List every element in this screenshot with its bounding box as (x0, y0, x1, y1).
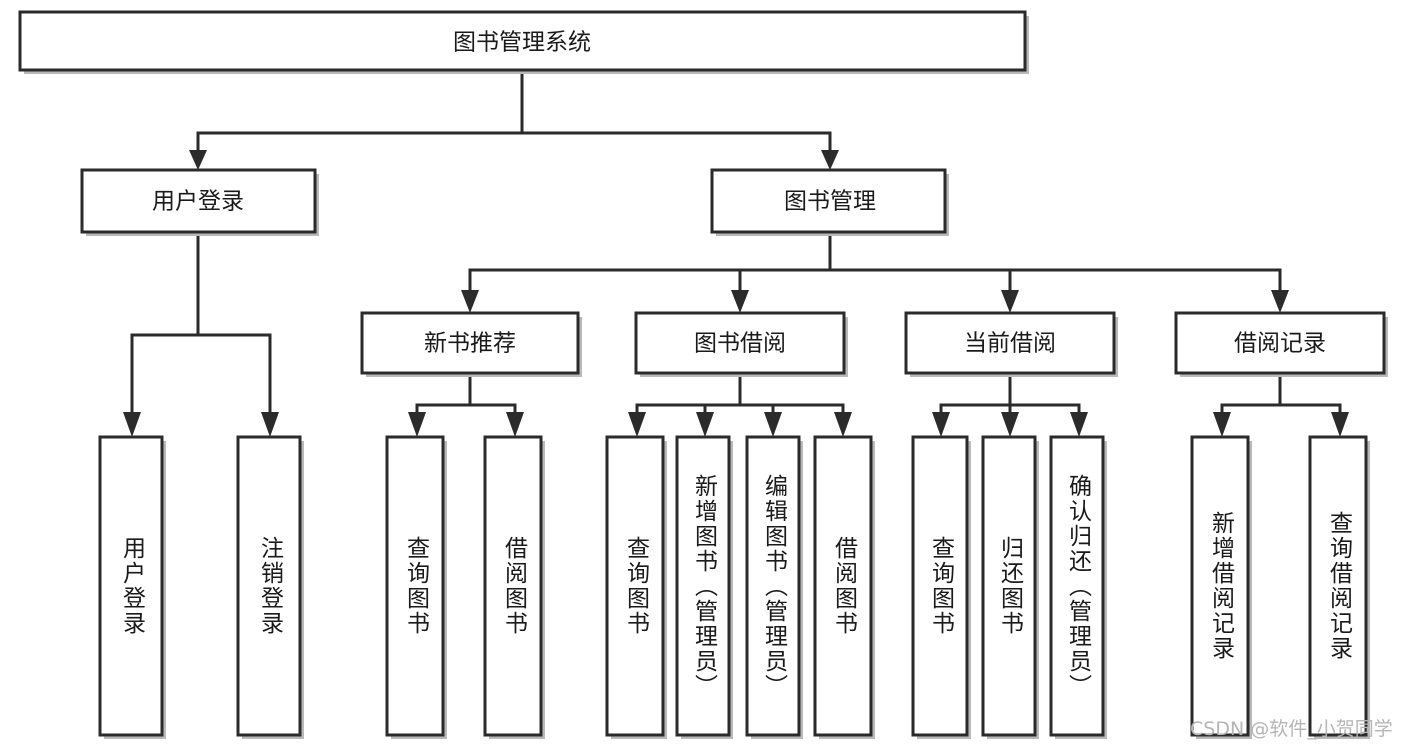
arrow-to-current-borrow (1001, 290, 1019, 313)
arrow-new-book-leaf-0 (408, 412, 426, 437)
leaf-user-login-1[interactable] (236, 435, 304, 739)
leaf-user-login-1-box (236, 435, 302, 737)
arrow-to-user-login (189, 150, 207, 170)
arrow-new-book-leaf-1 (506, 412, 524, 437)
leaf-current-borrow-2-box (1049, 435, 1105, 737)
leaf-user-login-0-box (98, 435, 164, 737)
node-new-book-label: 新书推荐 (424, 331, 516, 357)
arrow-current-borrow-leaf-1 (1001, 412, 1019, 437)
leaf-book-borrow-3[interactable] (813, 435, 875, 739)
leaf-borrow-record-0-box (1190, 435, 1250, 737)
node-user-login-label: 用户登录 (152, 189, 244, 215)
leaf-current-borrow-0-box (911, 435, 969, 737)
arrow-book-borrow-leaf-0 (628, 412, 646, 437)
node-new-book-recommend[interactable]: 新书推荐 (360, 311, 582, 377)
leaf-borrow-record-0[interactable] (1190, 435, 1252, 739)
leaf-user-login-0[interactable] (98, 435, 166, 739)
leaf-current-borrow-0[interactable] (911, 435, 971, 739)
leaf-new-book-1-box (483, 435, 543, 737)
arrow-current-borrow-leaf-2 (1070, 412, 1088, 437)
arrow-borrow-record-leaf-0 (1213, 412, 1231, 437)
node-user-login-box (80, 168, 317, 234)
node-root[interactable]: 图书管理系统 (18, 10, 1029, 74)
node-root-label: 图书管理系统 (453, 30, 591, 56)
leaf-new-book-0[interactable] (385, 435, 447, 739)
connector-group (123, 68, 1349, 437)
leaf-new-book-1[interactable] (483, 435, 545, 739)
node-book-borrow-box (634, 311, 846, 375)
node-borrow-record-box (1174, 311, 1386, 375)
arrow-book-borrow-leaf-3 (834, 412, 852, 437)
node-root-box (18, 10, 1027, 72)
node-borrow-record[interactable]: 借阅记录 (1174, 311, 1388, 377)
leaf-borrow-record-1[interactable] (1308, 435, 1370, 739)
leaf-book-borrow-0-box (605, 435, 665, 737)
leaf-book-borrow-0[interactable] (605, 435, 667, 739)
leaf-current-borrow-1[interactable] (981, 435, 1039, 739)
leaf-current-borrow-2[interactable] (1049, 435, 1107, 739)
node-book-manage-label: 图书管理 (784, 189, 876, 215)
node-current-borrow[interactable]: 当前借阅 (904, 311, 1118, 377)
leaf-book-borrow-3-box (813, 435, 873, 737)
node-book-borrow[interactable]: 图书借阅 (634, 311, 848, 377)
node-book-manage[interactable]: 图书管理 (710, 168, 949, 236)
node-user-login[interactable]: 用户登录 (80, 168, 319, 236)
leaf-book-borrow-2-box (745, 435, 801, 737)
leaf-borrow-record-1-box (1308, 435, 1368, 737)
arrow-current-borrow-leaf-0 (932, 412, 950, 437)
node-book-manage-box (710, 168, 947, 234)
arrow-to-book-borrow (731, 290, 749, 313)
arrow-book-borrow-leaf-1 (696, 412, 714, 437)
arrow-user-login-leaf-0 (123, 412, 141, 437)
leaf-book-borrow-1[interactable] (675, 435, 733, 739)
leaf-current-borrow-1-box (981, 435, 1037, 737)
leaf-book-borrow-1-box (675, 435, 731, 737)
node-current-borrow-box (904, 311, 1116, 375)
leaf-book-borrow-2[interactable] (745, 435, 803, 739)
node-new-book-box (360, 311, 580, 375)
node-current-borrow-label: 当前借阅 (964, 331, 1056, 357)
arrow-book-borrow-leaf-2 (764, 412, 782, 437)
arrow-to-borrow-record (1271, 290, 1289, 313)
leaf-new-book-0-box (385, 435, 445, 737)
csdn-watermark: CSDN @软件_小贺同学 (1190, 718, 1393, 740)
arrow-user-login-leaf-1 (261, 412, 279, 437)
node-book-borrow-label: 图书借阅 (694, 331, 786, 357)
arrow-borrow-record-leaf-1 (1331, 412, 1349, 437)
node-borrow-record-label: 借阅记录 (1234, 331, 1326, 357)
arrow-to-new-book (461, 290, 479, 313)
arrow-to-book-manage (821, 150, 839, 170)
